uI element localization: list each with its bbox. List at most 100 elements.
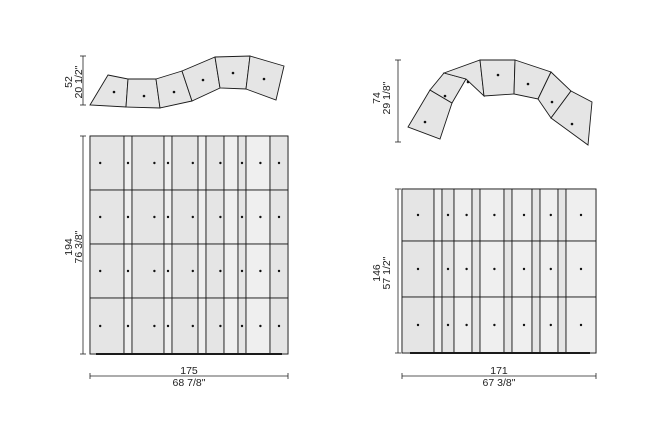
shelf-module: [171, 297, 199, 355]
knob-dot: [522, 323, 526, 327]
shelf-module: [245, 243, 271, 299]
knob-dot: [446, 267, 450, 271]
left-top-view: [89, 55, 285, 109]
knob-dot: [191, 269, 194, 273]
shelf-module: [503, 296, 513, 354]
knob-dot: [126, 269, 130, 273]
shelf-module: [511, 240, 533, 298]
right-height-in: 57 1/2": [381, 256, 393, 289]
left-width-in: 68 7/8": [173, 377, 206, 389]
shelf-module: [453, 296, 473, 354]
shelf-module: [131, 189, 165, 245]
knob-dot: [259, 269, 262, 273]
knob-dot: [240, 269, 244, 273]
right-depth-dimension: 74 29 1/8": [371, 59, 401, 143]
shelf-module: [197, 135, 207, 191]
knob-dot: [240, 215, 244, 219]
shelf-module: [197, 243, 207, 299]
knob-dot: [465, 213, 468, 217]
shelf-module: [131, 297, 165, 355]
shelf-module: [171, 189, 199, 245]
shelf-module: [433, 240, 443, 298]
right-height-dimension: 146 57 1/2": [371, 188, 401, 354]
shelf-module: [471, 240, 481, 298]
knob-dot: [446, 213, 450, 217]
shelf-module: [557, 296, 567, 354]
knob-dot: [240, 161, 244, 165]
knob-dot: [259, 324, 262, 328]
right-front-view: [401, 188, 597, 354]
knob-dot: [166, 324, 170, 328]
knob-dot: [259, 161, 262, 165]
shelf-module: [539, 188, 559, 242]
knob-dot: [579, 213, 583, 217]
knob-dot: [153, 269, 156, 273]
knob-dot: [219, 161, 222, 165]
shelf-module: [479, 188, 505, 242]
knob-dot: [126, 215, 130, 219]
knob-dot: [416, 323, 420, 327]
shelf-module: [503, 188, 513, 242]
left-width-dimension: 175 68 7/8": [89, 365, 289, 389]
shelf-module: [89, 189, 125, 245]
left-depth-dimension: 52 20 1/2": [63, 55, 86, 106]
shelf-module: [531, 296, 541, 354]
knob-dot: [219, 215, 222, 219]
knob-dot: [99, 324, 102, 328]
knob-dot: [277, 215, 281, 219]
knob-dot: [549, 323, 552, 327]
shelf-module: [171, 243, 199, 299]
shelf-module: [539, 240, 559, 298]
knob-dot: [153, 324, 156, 328]
shelf-module: [557, 240, 567, 298]
shelf-module: [223, 189, 239, 245]
right-width-cm: 171: [490, 365, 508, 377]
knob-dot: [416, 267, 420, 271]
knob-dot: [277, 324, 281, 328]
left-depth-in: 20 1/2": [73, 65, 85, 98]
shelf-module: [471, 296, 481, 354]
right-height-cm: 146: [371, 264, 383, 282]
shelf-module: [223, 297, 239, 355]
knob-dot: [465, 267, 468, 271]
knob-dot: [493, 323, 496, 327]
knob-dot: [166, 269, 170, 273]
right-width-dimension: 171 67 3/8": [401, 365, 597, 389]
knob-dot: [522, 267, 526, 271]
knob-dot: [446, 323, 450, 327]
right-depth-cm: 74: [371, 92, 383, 104]
knob-dot: [579, 323, 583, 327]
shelf-module: [471, 188, 481, 242]
knob-dot: [166, 161, 170, 165]
knob-dot: [579, 267, 583, 271]
shelf-module: [223, 243, 239, 299]
left-front-view: [89, 135, 289, 355]
knob-dot: [191, 161, 194, 165]
knob-dot: [259, 215, 262, 219]
shelf-module: [433, 188, 443, 242]
knob-dot: [416, 213, 420, 217]
shelf-module: [89, 243, 125, 299]
left-width-cm: 175: [180, 365, 198, 377]
knob-dot: [99, 269, 102, 273]
shelf-module: [131, 243, 165, 299]
shelf-module: [531, 188, 541, 242]
knob-dot: [99, 161, 102, 165]
shelf-module: [453, 188, 473, 242]
knob-dot: [191, 215, 194, 219]
knob-dot: [277, 269, 281, 273]
knob-dot: [277, 161, 281, 165]
knob-dot: [549, 267, 552, 271]
right-width-in: 67 3/8": [483, 377, 516, 389]
shelf-module: [171, 135, 199, 191]
knob-dot: [126, 324, 130, 328]
shelf-module: [197, 297, 207, 355]
shelf-module: [89, 135, 125, 191]
knob-dot: [493, 267, 496, 271]
shelf-module: [531, 240, 541, 298]
shelf-module: [223, 135, 239, 191]
knob-dot: [465, 323, 468, 327]
shelf-module: [511, 296, 533, 354]
knob-dot: [153, 215, 156, 219]
